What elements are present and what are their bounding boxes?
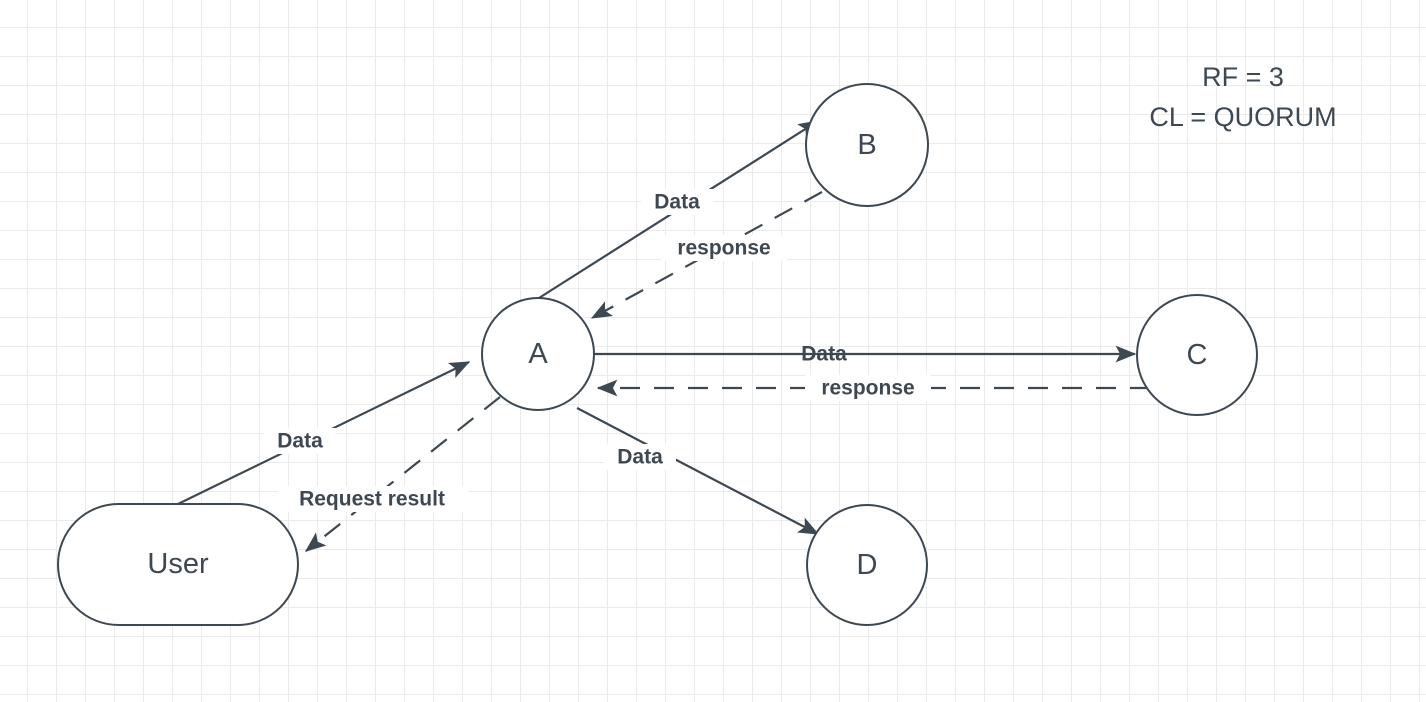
nodes-layer: User A B C D (57, 83, 1258, 626)
edge-label-a-to-c: Data (801, 343, 847, 366)
edge-a-to-user[interactable]: Request result (278, 396, 501, 552)
node-a-shape (481, 297, 595, 411)
node-a-label: A (528, 338, 548, 370)
node-d[interactable]: D (806, 504, 928, 626)
node-c[interactable]: C (1136, 294, 1258, 416)
edge-a-to-c[interactable]: Data (594, 343, 1137, 366)
edge-label-backdrop-c-to-a (805, 375, 931, 401)
node-d-label: D (857, 549, 878, 581)
edge-label-backdrop-a-to-b (641, 189, 713, 215)
edge-label-backdrop-user-to-a (264, 428, 336, 454)
edge-user-to-a[interactable]: Data (177, 361, 471, 505)
edge-label-backdrop-b-to-a (661, 235, 787, 261)
edge-label-a-to-b: Data (654, 191, 700, 214)
edges-layer: Data Request result Data response (177, 120, 1150, 552)
edge-a-to-d[interactable]: Data (576, 407, 820, 535)
node-b-label: B (857, 129, 876, 161)
node-a[interactable]: A (481, 297, 595, 411)
edge-label-c-to-a: response (821, 377, 914, 400)
config-note: RF = 3 CL = QUORUM (1149, 62, 1336, 132)
edge-c-to-a[interactable]: response (596, 375, 1150, 401)
note-replication-factor: RF = 3 (1202, 62, 1284, 92)
node-b[interactable]: B (805, 83, 929, 207)
edge-a-to-b[interactable]: Data (538, 120, 820, 299)
edge-label-user-to-a: Data (277, 430, 323, 453)
edge-label-a-to-user: Request result (299, 488, 445, 511)
edge-line-b-to-a (590, 191, 823, 319)
note-consistency-level: CL = QUORUM (1149, 102, 1336, 132)
edge-label-backdrop-a-to-d (604, 444, 676, 470)
edge-label-b-to-a: response (677, 237, 770, 260)
node-b-shape (805, 83, 929, 207)
node-user-shape (57, 503, 299, 626)
edge-line-a-to-user (304, 396, 501, 552)
node-d-shape (806, 504, 928, 626)
edge-label-a-to-d: Data (617, 446, 663, 469)
node-user-label: User (147, 548, 209, 580)
node-c-shape (1136, 294, 1258, 416)
edge-b-to-a[interactable]: response (590, 191, 823, 319)
edge-line-a-to-d (576, 407, 820, 535)
node-user[interactable]: User (57, 503, 299, 626)
node-c-label: C (1187, 339, 1208, 371)
edge-label-backdrop-a-to-user (278, 486, 468, 512)
